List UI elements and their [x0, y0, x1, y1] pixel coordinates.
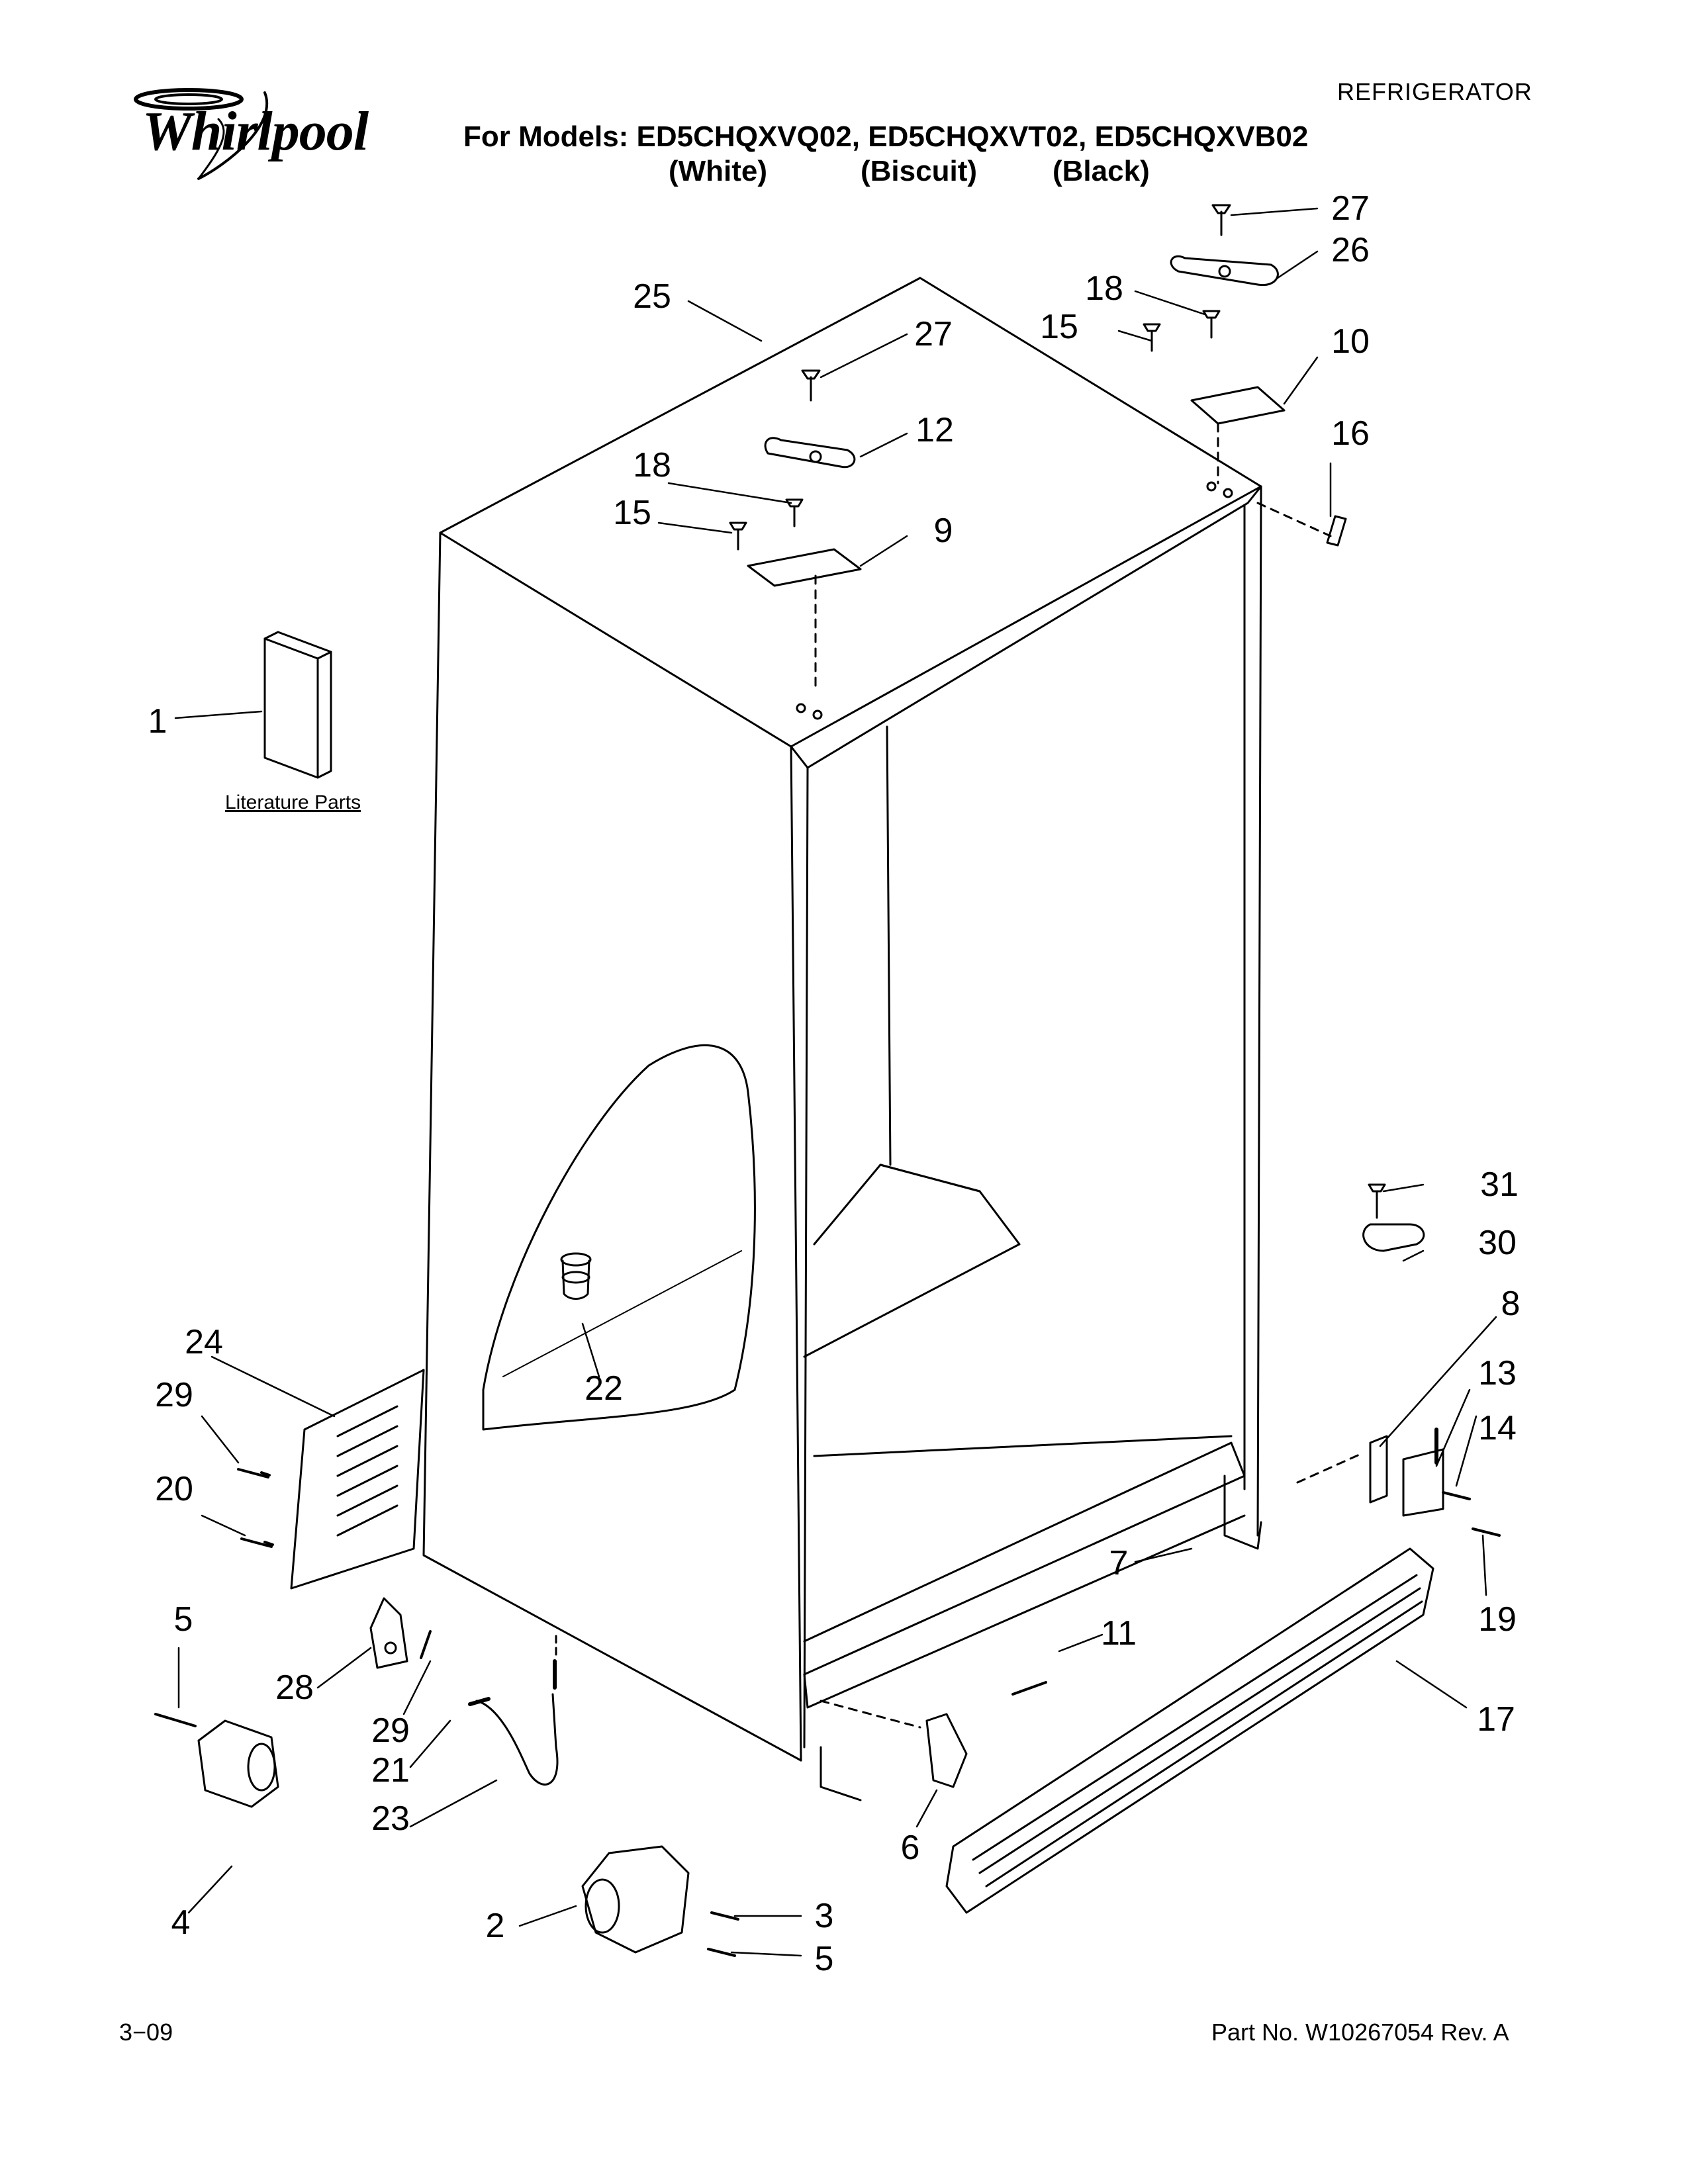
callout-label: 15 — [1040, 308, 1078, 346]
appliance-category: REFRIGERATOR — [1337, 78, 1532, 105]
callout-label: 25 — [633, 277, 671, 316]
water-line-23 — [468, 1633, 559, 1786]
revision-date: 3−09 — [119, 2019, 173, 2046]
model-list: For Models: ED5CHQXVQ02, ED5CHQXVT02, ED… — [463, 120, 1309, 153]
callout-label: 28 — [275, 1668, 314, 1707]
callout-label: 12 — [915, 411, 954, 449]
front-roller — [581, 1845, 739, 1957]
callout-label: 17 — [1477, 1700, 1515, 1739]
callout-label: 14 — [1478, 1409, 1517, 1447]
callout-label: 29 — [371, 1711, 410, 1750]
callout-leaders — [174, 207, 1497, 1957]
variant-biscuit: (Biscuit) — [861, 155, 977, 187]
callout-label: 7 — [1109, 1544, 1129, 1582]
callout-label: 31 — [1480, 1165, 1519, 1204]
callout-label: 18 — [633, 446, 671, 484]
literature-packet — [263, 631, 332, 779]
upper-left-hinge — [729, 369, 862, 720]
callout-label: 5 — [173, 1600, 193, 1639]
callout-label: 4 — [171, 1903, 191, 1942]
callout-label: 27 — [914, 315, 953, 353]
callout-label: 1 — [148, 702, 167, 741]
leveling-foot-22 — [560, 1252, 592, 1300]
cutaway-view — [482, 1044, 756, 1431]
part-number: Part No. W10267054 Rev. A — [1211, 2019, 1509, 2046]
brand-logo: Whirlpool — [142, 101, 369, 162]
brand-logo-mark — [134, 88, 268, 180]
callout-label: 11 — [1101, 1614, 1137, 1653]
callout-label: 15 — [613, 494, 651, 532]
callout-label: 30 — [1478, 1224, 1517, 1262]
callout-label: 27 — [1331, 189, 1370, 228]
callout-label: 16 — [1331, 414, 1370, 453]
toe-grille — [945, 1547, 1434, 1914]
callout-label: 19 — [1478, 1600, 1517, 1639]
rear-roller-left — [154, 1713, 279, 1808]
callout-label: 3 — [814, 1897, 834, 1935]
callout-label: 6 — [900, 1829, 920, 1867]
callout-label: 24 — [185, 1323, 223, 1361]
literature-parts-label: Literature Parts — [225, 792, 361, 813]
callout-label: 9 — [933, 512, 953, 550]
variant-white: (White) — [669, 155, 768, 187]
callout-label: 22 — [585, 1369, 623, 1408]
callout-label: 23 — [371, 1799, 410, 1838]
callout-label: 20 — [155, 1470, 193, 1508]
toe-grille-clip — [820, 1681, 1047, 1788]
callout-label: 29 — [155, 1376, 193, 1414]
rear-bracket-28 — [369, 1597, 432, 1669]
variant-black: (Black) — [1053, 155, 1150, 187]
callout-label: 8 — [1501, 1285, 1521, 1323]
callout-label: 18 — [1085, 269, 1123, 308]
callout-label: 2 — [485, 1907, 505, 1945]
lower-hinge-assembly — [1296, 1183, 1501, 1537]
rear-access-panel — [237, 1369, 425, 1590]
callout-label: 10 — [1331, 322, 1370, 361]
callout-label: 21 — [371, 1751, 410, 1790]
callout-label: 5 — [814, 1940, 834, 1978]
callout-label: 13 — [1478, 1354, 1517, 1392]
upper-right-hinge — [1143, 204, 1347, 547]
cabinet-body — [422, 277, 1262, 1801]
callout-label: 26 — [1331, 231, 1370, 269]
